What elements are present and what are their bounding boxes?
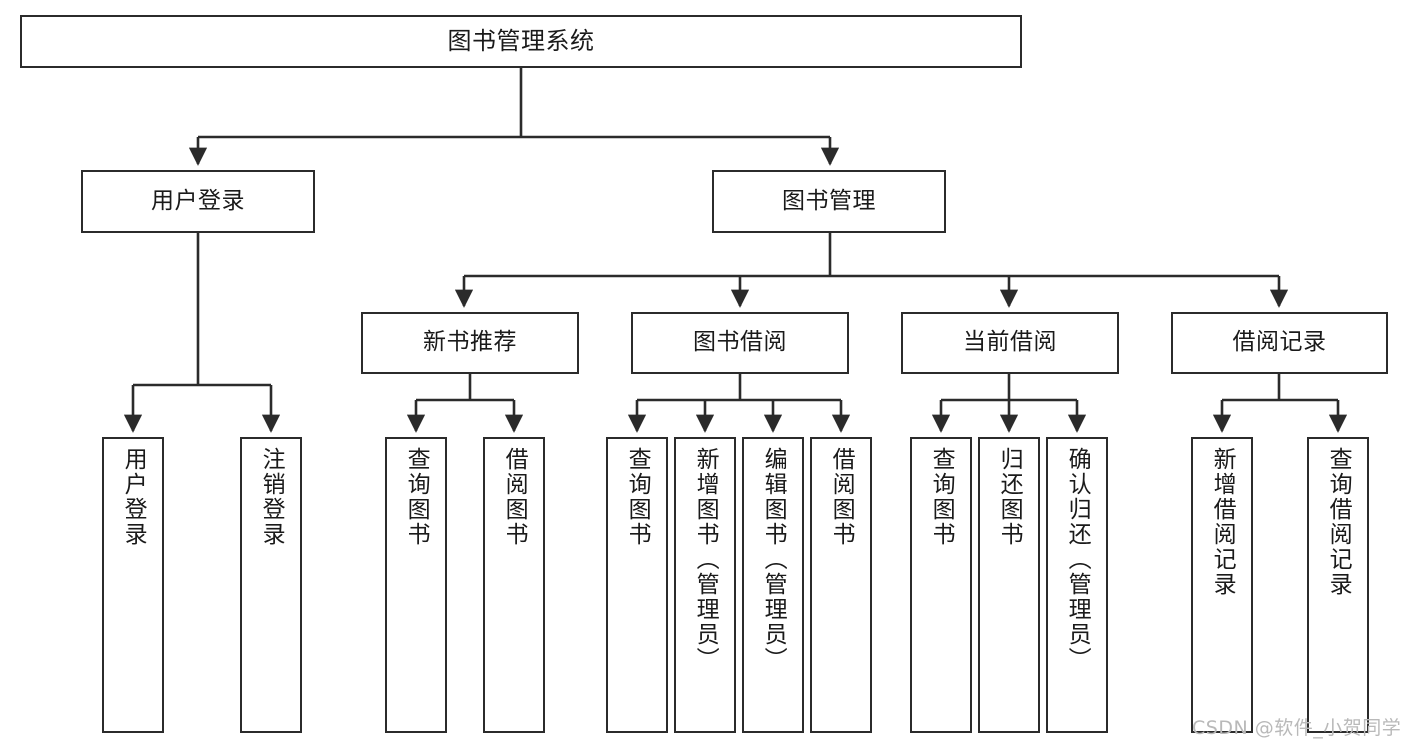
node-label: 查询图书 [928,447,955,547]
node-label: 查询借阅记录 [1325,447,1352,597]
node-leaf-add-borrow-record[interactable]: 新增借阅记录 [1191,437,1253,733]
node-label: 借阅图书 [828,447,855,547]
node-leaf-confirm-return-admin[interactable]: 确认归还（管理员） [1046,437,1108,733]
node-leaf-query-book-recommendation[interactable]: 查询图书 [385,437,447,733]
node-label: 图书借阅 [693,329,787,356]
node-label: 图书管理 [782,187,876,214]
node-leaf-borrow-book-recommendation[interactable]: 借阅图书 [483,437,545,733]
node-label: 新增图书（管理员） [692,447,719,672]
node-label: 用户登录 [120,447,147,547]
node-leaf-logout[interactable]: 注销登录 [240,437,302,733]
node-book-management[interactable]: 图书管理 [712,170,946,233]
node-leaf-edit-book-admin[interactable]: 编辑图书（管理员） [742,437,804,733]
node-leaf-add-book-admin[interactable]: 新增图书（管理员） [674,437,736,733]
node-leaf-query-book-current[interactable]: 查询图书 [910,437,972,733]
node-new-book-recommendation[interactable]: 新书推荐 [361,312,579,374]
node-book-borrowing[interactable]: 图书借阅 [631,312,849,374]
node-label: 借阅记录 [1232,329,1327,356]
node-label: 当前借阅 [963,329,1057,356]
node-root-book-management-system[interactable]: 图书管理系统 [20,15,1022,68]
node-leaf-borrow-book-borrowing[interactable]: 借阅图书 [810,437,872,733]
node-label: 图书管理系统 [447,27,595,56]
node-label: 编辑图书（管理员） [760,447,787,672]
node-label: 注销登录 [258,447,285,547]
node-label: 查询图书 [403,447,430,547]
node-user-login[interactable]: 用户登录 [81,170,315,233]
node-label: 确认归还（管理员） [1064,447,1091,672]
node-label: 新书推荐 [423,329,517,356]
node-label: 借阅图书 [501,447,528,547]
node-leaf-query-borrow-record[interactable]: 查询借阅记录 [1307,437,1369,733]
node-leaf-user-login[interactable]: 用户登录 [102,437,164,733]
node-borrowing-record[interactable]: 借阅记录 [1171,312,1388,374]
node-current-borrowing[interactable]: 当前借阅 [901,312,1119,374]
node-leaf-query-book-borrowing[interactable]: 查询图书 [606,437,668,733]
node-label: 用户登录 [151,187,245,214]
node-label: 新增借阅记录 [1209,447,1236,597]
node-label: 归还图书 [996,447,1023,547]
node-label: 查询图书 [624,447,651,547]
node-leaf-return-book[interactable]: 归还图书 [978,437,1040,733]
csdn-watermark: CSDN @软件_小贺同学 [1192,717,1402,739]
